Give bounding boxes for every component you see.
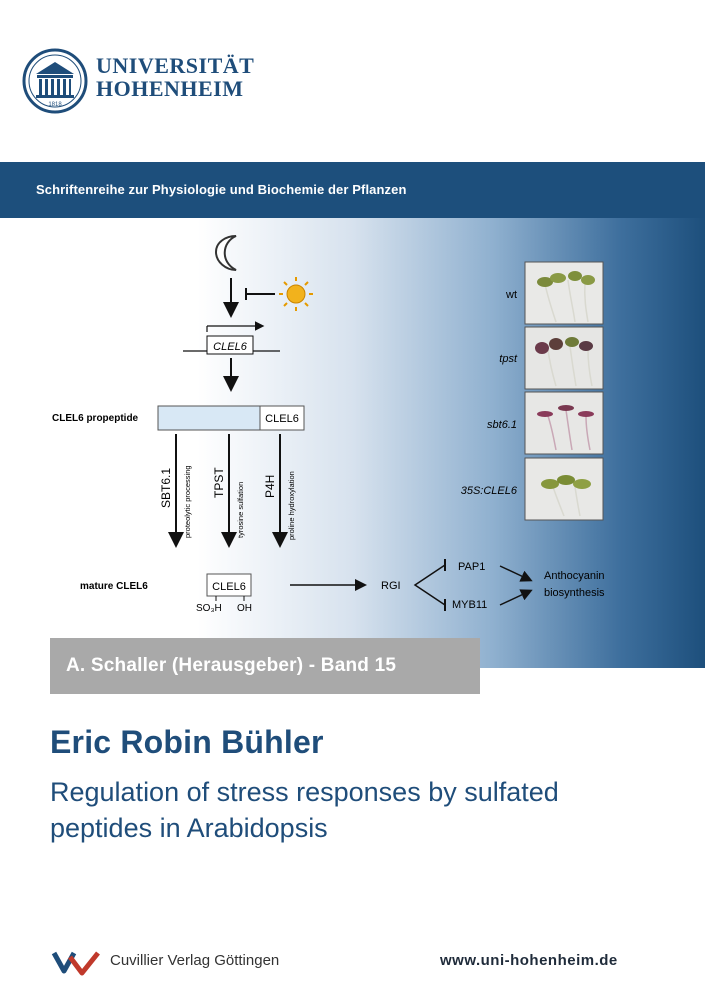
mature-label: mature CLEL6: [80, 581, 148, 592]
mod-sulfation: SO₃H: [196, 603, 222, 614]
output-line2: biosynthesis: [544, 587, 605, 599]
seedling-label-35s: 35S:CLEL6: [461, 485, 518, 497]
enzyme-tpst: TPST: [212, 467, 226, 498]
seedling-label-sbt61: sbt6.1: [487, 419, 517, 431]
mod-hydroxyl: OH: [237, 603, 252, 614]
book-title-line2: peptides in Arabidopsis: [50, 813, 328, 843]
target-pap1: PAP1: [458, 561, 485, 573]
propeptide-label: CLEL6 propeptide: [52, 413, 139, 424]
propeptide-prodomain: [157, 405, 261, 431]
seedling-label-wt: wt: [505, 289, 517, 301]
enzyme-p4h-process: proline hydroxylation: [287, 471, 296, 540]
enzyme-sbt61: SBT6.1: [159, 468, 173, 508]
website-link[interactable]: www.uni-hohenheim.de: [440, 952, 618, 969]
sun-icon: [279, 277, 313, 311]
mature-peptide-box: [206, 573, 252, 597]
university-seal-icon: 1818: [22, 48, 88, 114]
target-myb11: MYB11: [452, 599, 487, 611]
series-title: Schriftenreihe zur Physiologie und Bioch…: [36, 182, 407, 197]
seal-year: 1818: [48, 102, 62, 108]
book-title-line1: Regulation of stress responses by sulfat…: [50, 777, 559, 807]
mature-box-label: CLEL6: [212, 581, 246, 593]
pathway-diagram: CLEL6 CLEL6 propeptide CLEL6 SBT6.1 prot…: [52, 235, 605, 614]
propeptide-domain-label: CLEL6: [265, 413, 299, 425]
publisher-name: Cuvillier Verlag Göttingen: [110, 952, 280, 969]
enzyme-p4h: P4H: [263, 475, 277, 498]
cuvillier-logo-icon: [51, 951, 100, 976]
enzyme-sbt61-process: proteolytic processing: [183, 465, 192, 538]
university-name: UNIVERSITÄT HOHENHEIM: [96, 54, 254, 100]
seedling-label-tpst: tpst: [499, 353, 518, 365]
seedling-panels: [524, 261, 604, 521]
editor-text: A. Schaller (Herausgeber) - Band 15: [66, 655, 397, 676]
gene-label: CLEL6: [213, 341, 248, 353]
university-name-line2: HOHENHEIM: [96, 76, 244, 101]
moon-icon: [214, 235, 237, 271]
university-name-line1: UNIVERSITÄT: [96, 53, 255, 78]
receptor-rgi: RGI: [381, 580, 401, 592]
series-band: [0, 162, 705, 218]
enzyme-tpst-process: tyrosine sulfation: [236, 482, 245, 538]
book-title: Regulation of stress responses by sulfat…: [50, 774, 670, 846]
propeptide-mature-domain: [259, 405, 305, 431]
output-line1: Anthocyanin: [544, 570, 605, 582]
author-name: Eric Robin Bühler: [50, 724, 324, 760]
editor-banner: [50, 638, 480, 694]
